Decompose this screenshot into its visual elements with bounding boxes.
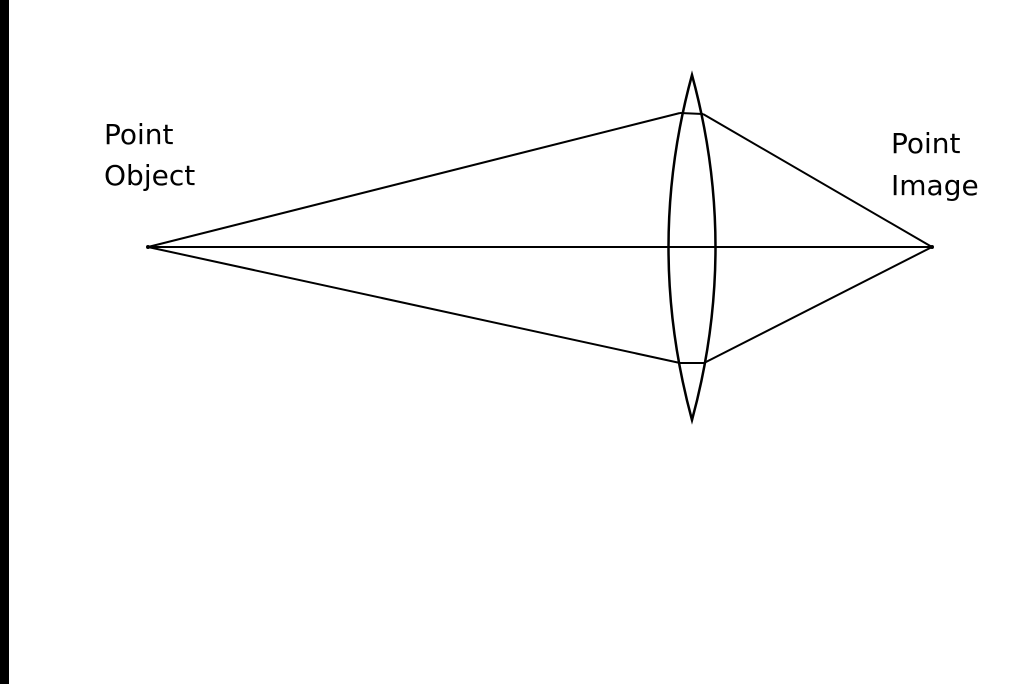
upper-incident-ray: [147, 112, 681, 248]
left-edge-bar: [0, 0, 9, 684]
point-image-label-line2: Image: [891, 169, 979, 202]
biconvex-lens: [667, 70, 717, 425]
point-object-label-line2: Object: [104, 159, 196, 192]
point-object-label-line1: Point: [104, 118, 174, 151]
point-object-dot: [146, 245, 150, 249]
point-image-label-line1: Point: [891, 127, 961, 160]
upper-refracted-ray: [702, 113, 933, 248]
lower-refracted-ray: [703, 246, 933, 364]
point-image-dot: [930, 245, 934, 249]
lower-incident-ray: [147, 246, 681, 364]
